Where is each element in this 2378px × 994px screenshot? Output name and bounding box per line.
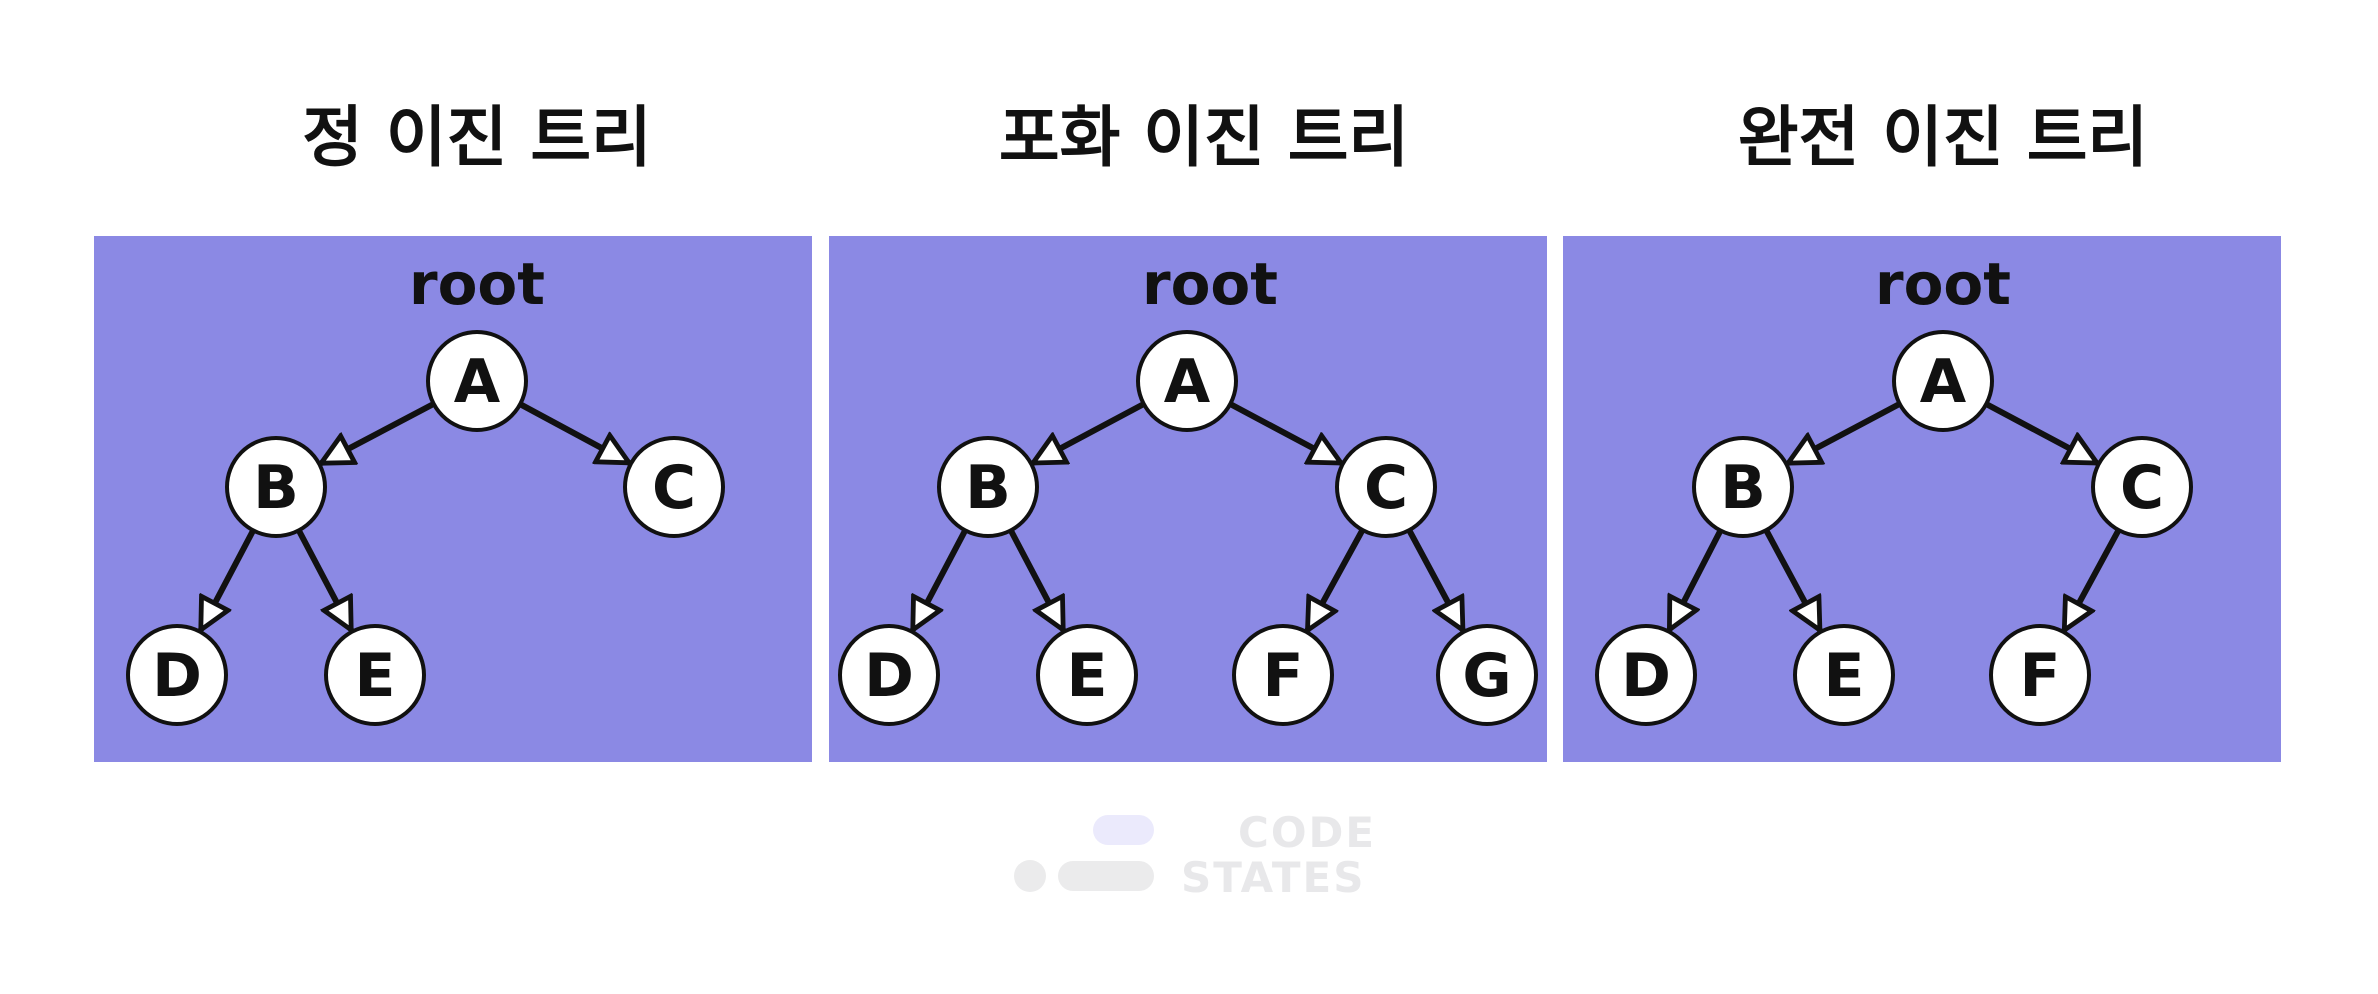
edge-b-to-e [296,529,354,630]
node-label: B [965,453,1011,523]
node-label: D [1621,641,1671,711]
edge-a-to-c [1228,401,1341,466]
tree-edges [1666,401,2122,630]
edge-b-to-d [910,529,968,630]
edge-c-to-g [1406,528,1466,630]
node-label: E [355,641,396,711]
diagram-complete-binary-tree: 완전 이진 트리 root A B C D E F [1563,99,2281,762]
tree-node-a: A [1136,330,1238,432]
node-circle [426,330,528,432]
root-label: root [1142,250,1278,318]
node-label: G [1462,641,1511,711]
tree-node-c: C [623,436,725,538]
node-label: B [253,453,299,523]
node-circle [1436,624,1538,726]
node-circle [225,436,327,538]
tree-node-b: B [1692,436,1794,538]
tree-node-e: E [1793,624,1895,726]
watermark-logo-pill-top [1093,815,1154,845]
edge-b-to-d [1666,529,1724,630]
node-label: C [652,453,696,523]
node-label: D [152,641,202,711]
node-label: A [454,347,501,417]
tree-node-e: E [324,624,426,726]
watermark-logo-dot [1014,860,1046,892]
node-circle [1692,436,1794,538]
tree-node-f: F [1989,624,2091,726]
tree-node-f: F [1232,624,1334,726]
edge-b-to-e [1008,529,1066,630]
node-circle [126,624,228,726]
tree-node-a: A [426,330,528,432]
diagram-title: 정 이진 트리 [302,99,652,176]
tree-node-c: C [1335,436,1437,538]
root-label: root [1875,250,2011,318]
tree-node-g: G [1436,624,1538,726]
node-label: D [864,641,914,711]
node-circle [1595,624,1697,726]
tree-nodes: A B C D E F [1595,330,2193,726]
watermark-text-line2: STATES [1181,853,1365,902]
node-circle [1793,624,1895,726]
node-circle [2091,436,2193,538]
edge-c-to-f [1304,528,1366,630]
code-states-watermark: CODE STATES [1014,808,1376,902]
edge-c-to-f [2061,528,2122,630]
edge-a-to-b [1033,401,1146,466]
node-circle [1892,330,1994,432]
edge-a-to-c [1984,401,2097,466]
tree-edges [910,401,1466,630]
node-circle [1136,330,1238,432]
watermark-text-line1: CODE [1238,808,1376,857]
tree-node-d: D [1595,624,1697,726]
node-label: B [1720,453,1766,523]
node-circle [1232,624,1334,726]
tree-node-c: C [2091,436,2193,538]
root-label: root [409,250,545,318]
node-label: E [1067,641,1108,711]
node-label: A [1164,347,1211,417]
tree-edges [198,401,629,630]
edge-b-to-d [198,529,256,630]
tree-node-b: B [225,436,327,538]
node-label: F [1263,641,1304,711]
tree-node-e: E [1036,624,1138,726]
diagram-perfect-binary-tree: 포화 이진 트리 root A B C D E F G [829,99,1547,762]
tree-node-d: D [838,624,940,726]
node-circle [1989,624,2091,726]
node-circle [324,624,426,726]
node-label: C [1364,453,1408,523]
tree-node-b: B [937,436,1039,538]
tree-node-a: A [1892,330,1994,432]
edge-b-to-e [1763,528,1823,630]
node-label: F [2020,641,2061,711]
edge-a-to-b [1788,401,1902,466]
node-circle [623,436,725,538]
node-circle [838,624,940,726]
edge-a-to-b [321,401,436,466]
tree-nodes: A B C D E F G [838,330,1538,726]
node-label: E [1824,641,1865,711]
node-label: A [1920,347,1967,417]
diagram-title: 완전 이진 트리 [1738,99,2148,176]
node-circle [1036,624,1138,726]
diagram-title: 포화 이진 트리 [999,99,1409,176]
tree-nodes: A B C D E [126,330,725,726]
tree-node-d: D [126,624,228,726]
diagram-full-binary-tree: 정 이진 트리 root A B C D E [94,99,812,762]
node-circle [1335,436,1437,538]
watermark-logo-pill-bottom [1058,861,1154,891]
node-circle [937,436,1039,538]
node-label: C [2120,453,2164,523]
edge-a-to-c [518,401,629,466]
